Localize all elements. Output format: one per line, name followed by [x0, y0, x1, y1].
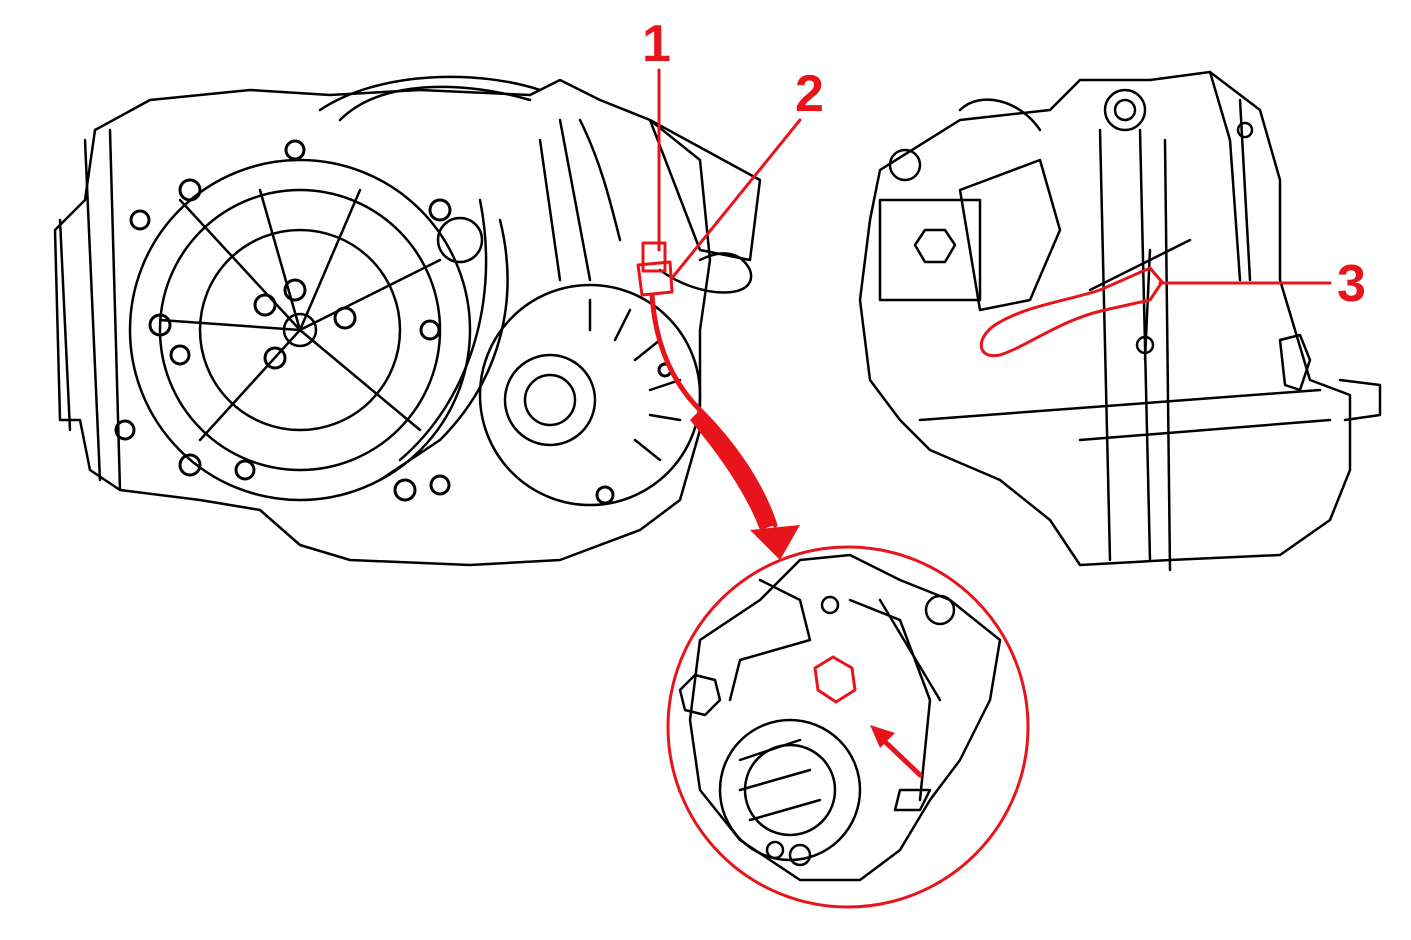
inset-arrowhead: [870, 725, 895, 748]
callout-label-3: 3: [1337, 255, 1366, 313]
callout-label-1: 1: [642, 15, 671, 73]
highlight-connector-2: [636, 260, 674, 297]
red-highlights: [636, 68, 1332, 909]
detail-inset: [678, 553, 1002, 882]
inset-circle: [666, 545, 1030, 909]
pointer-arrowhead: [750, 525, 800, 560]
highlight-connector-1: [641, 241, 667, 273]
callout-label-2: 2: [795, 65, 824, 123]
transmission-front-view: [53, 75, 762, 567]
callout-leader-2: [670, 118, 802, 280]
highlight-harness-3: [979, 266, 1164, 358]
highlight-inset-connector: [813, 655, 857, 704]
bolt-icons: [114, 139, 673, 505]
transmission-rear-view: [858, 70, 1382, 572]
